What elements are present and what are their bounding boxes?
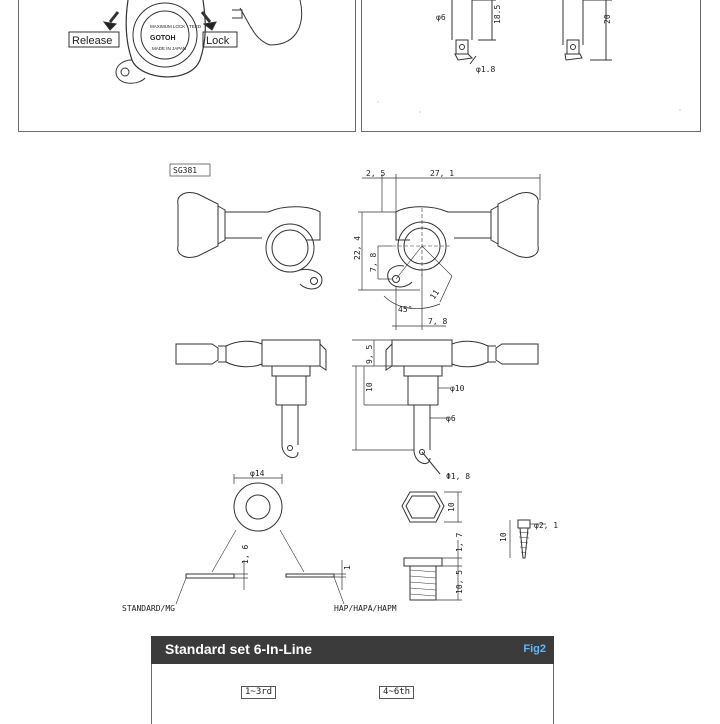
bushing-drawing [403, 540, 462, 601]
dim-screw-10: 10 [499, 532, 508, 542]
dim-1-7: 1, 7 [455, 533, 464, 552]
dim-top-phi1-8: φ1.8 [476, 65, 495, 74]
lock-arrow-icon [202, 21, 217, 31]
dim-1-6: 1, 6 [241, 545, 250, 564]
tuner-side-left [175, 339, 327, 459]
post-side-view-left [451, 0, 496, 65]
top-left-panel [18, 0, 356, 132]
dim-phi10: φ10 [450, 384, 465, 393]
hex-nut-drawing [401, 491, 462, 523]
dim-45-degrees: 45° [398, 305, 412, 314]
dim-10-vertical: 10 [365, 382, 374, 392]
set-section-body: 1~3rd 4~6th [151, 664, 554, 724]
tuner-front-left [177, 192, 323, 290]
model-label-box [169, 163, 211, 177]
dim-22-4: 22, 4 [353, 236, 362, 260]
dim-phi6: φ6 [446, 414, 456, 423]
dim-10-5: 10, 5 [455, 570, 464, 594]
dim-top-18-5: 18.5 [493, 5, 502, 24]
dim-7-8-horizontal: 7, 8 [428, 317, 447, 326]
set-section-title: Standard set 6-In-Line [165, 641, 313, 657]
tag-4-6th: 4~6th [379, 686, 415, 699]
tuner-front-right [387, 192, 539, 288]
dim-7-8-vertical: 7, 8 [369, 253, 378, 272]
tuner-side-right [385, 339, 539, 475]
label-hap: HAP/HAPA/HAPM [334, 604, 397, 613]
dim-phi1-8: Φ1, 8 [446, 472, 470, 481]
dim-phi14: φ14 [250, 469, 265, 478]
release-label: Release [72, 35, 112, 47]
tag-1-3rd: 1~3rd [241, 686, 277, 699]
release-label-box [68, 31, 120, 48]
dim-1: 1 [343, 565, 352, 570]
set-section-header: Standard set 6-In-Line Fig2 [151, 636, 554, 664]
dim-top-20: 20 [603, 14, 612, 24]
dim-nut-10: 10 [447, 502, 456, 512]
model-label: SG381 [173, 166, 197, 175]
washer-drawing [175, 474, 346, 605]
release-arrow-icon [102, 21, 118, 31]
badge-line-1: MAXIMUM LOCK - TEED [150, 24, 202, 29]
badge-line-2: MADE IN JAPAN [152, 46, 186, 51]
dim-phi2-1: φ2, 1 [534, 521, 558, 530]
lock-label-box [202, 31, 238, 48]
dim-top-phi6: φ6 [436, 13, 446, 22]
dimension-lines-front [358, 174, 541, 330]
badge-brand: GOTOH [150, 35, 176, 42]
dim-9-5: 9, 5 [365, 345, 374, 364]
dim-11: 11 [428, 288, 441, 301]
screw-drawing [509, 519, 546, 559]
label-standard-mg: STANDARD/MG [122, 604, 175, 613]
dim-2-5: 2, 5 [366, 169, 385, 178]
top-right-panel [361, 0, 701, 132]
lock-label: Lock [206, 35, 230, 47]
post-side-view-right [562, 0, 612, 61]
dim-27-1: 27, 1 [430, 169, 454, 178]
fig-label: Fig2 [523, 643, 546, 655]
dimension-lines-side [352, 339, 450, 451]
